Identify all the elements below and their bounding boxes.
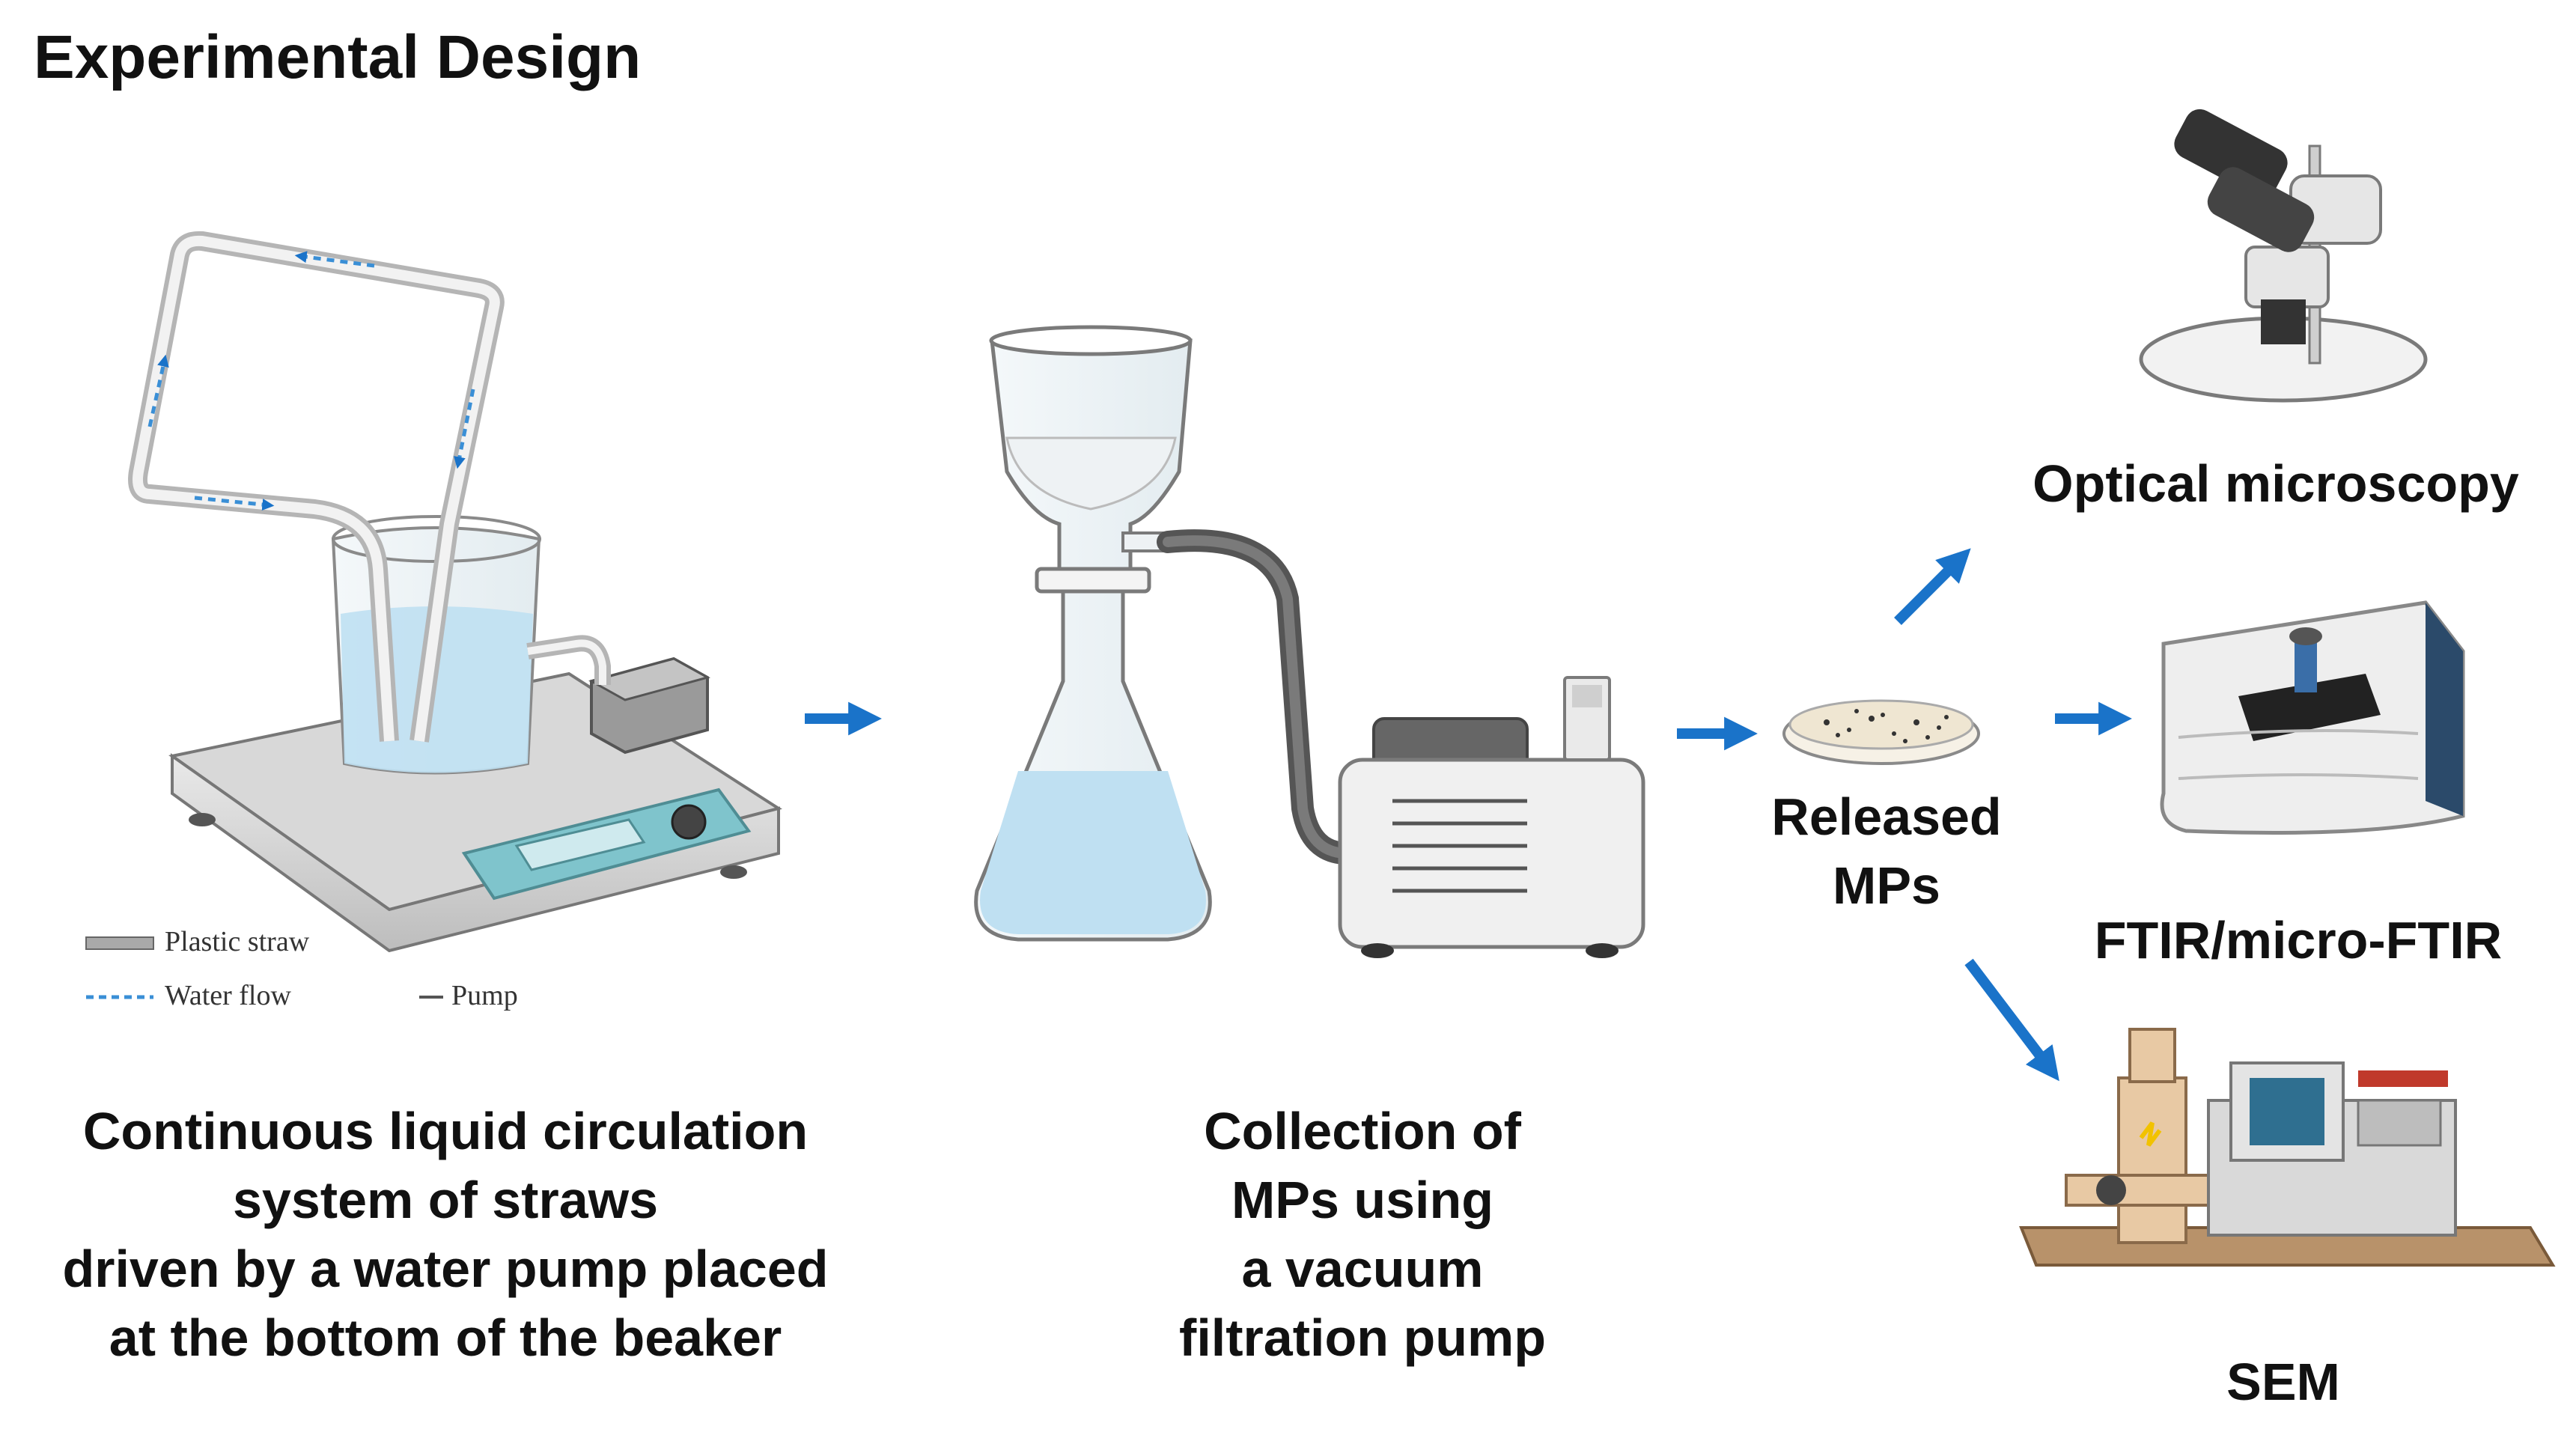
funnel-sample (1005, 436, 1177, 511)
caption-released-mps: Released MPs (1729, 782, 2044, 920)
optical-microscope (2139, 109, 2428, 403)
page-title: Experimental Design (34, 23, 642, 91)
legend-pump: Pump (451, 980, 518, 1011)
petri-dish (1782, 699, 1980, 765)
sem-instrument (2019, 1028, 2556, 1267)
flask-water (980, 771, 1206, 934)
ftir-instrument (2160, 600, 2465, 835)
caption-collection-line: a vacuum (1241, 1240, 1484, 1298)
vacuum-hose (1157, 529, 1359, 865)
legend-plastic-straw: Plastic straw (165, 926, 310, 957)
caption-circulation-line: driven by a water pump placed (62, 1240, 829, 1298)
process-arrows (805, 548, 2132, 1082)
caption-circulation-line: Continuous liquid circulation (82, 1102, 809, 1160)
legend-water-flow: Water flow (165, 980, 291, 1011)
arrow-to-sem (1964, 958, 2059, 1082)
label-ftir: FTIR/micro-FTIR (2094, 911, 2503, 969)
caption-released-line: MPs (1833, 856, 1940, 915)
caption-collection-line: filtration pump (1179, 1308, 1546, 1367)
stirrer-knob (671, 804, 707, 840)
stirrer-plate-front (171, 753, 780, 953)
vacuum-pump-body (1338, 758, 1645, 949)
caption-circulation-line: system of straws (232, 1171, 659, 1229)
arrow-to-optical (1894, 548, 1971, 625)
water-flow-arrows (147, 251, 475, 511)
label-optical-microscopy: Optical microscopy (2033, 454, 2519, 513)
caption-circulation-line: at the bottom of the beaker (109, 1308, 782, 1367)
caption-collection-line: Collection of (1204, 1102, 1521, 1160)
caption-circulation: Continuous liquid circulation system of … (15, 1097, 876, 1372)
caption-collection: Collection of MPs using a vacuum filtrat… (1100, 1097, 1625, 1372)
microscope-eyepiece (2174, 109, 2288, 198)
vacuum-filtration-setup (974, 325, 1645, 958)
label-sem: SEM (2226, 1353, 2340, 1411)
sem-column (2117, 1076, 2187, 1244)
circulation-setup (85, 231, 782, 999)
ftir-sample-stage (2238, 674, 2381, 741)
stirrer-display (514, 818, 646, 871)
legend-straw-swatch (85, 936, 154, 950)
rubber-stopper (1035, 567, 1151, 594)
caption-released-line: Released (1771, 787, 2002, 846)
caption-collection-line: MPs using (1231, 1171, 1494, 1229)
